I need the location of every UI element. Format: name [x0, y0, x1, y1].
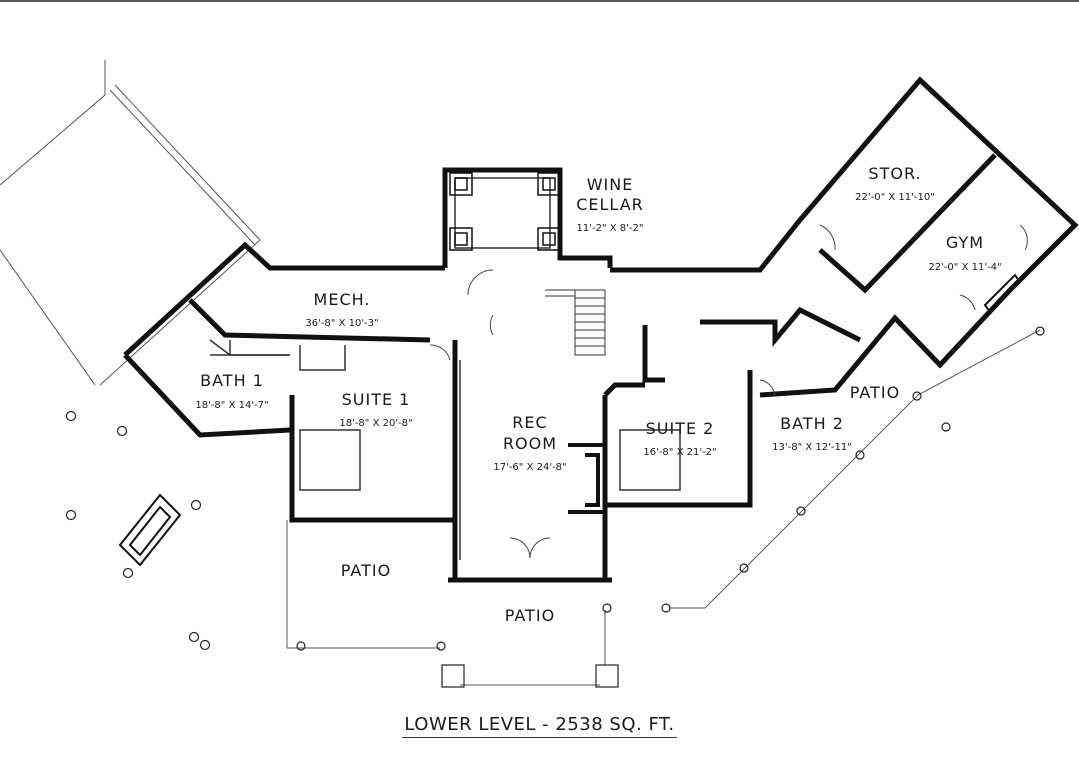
gym-label: GYM	[946, 233, 984, 252]
wine-cellar-label-2: CELLAR	[576, 195, 644, 214]
site-markers	[65, 410, 211, 651]
rec-room-label: REC	[512, 413, 547, 432]
plan-caption: LOWER LEVEL - 2538 SQ. FT.	[0, 714, 1079, 738]
patio-posts	[296, 326, 1045, 688]
door-swings	[429, 224, 1028, 559]
patio-left-label: PATIO	[341, 561, 391, 580]
suite1-label: SUITE 1	[342, 390, 411, 409]
patio-outlines	[286, 329, 1041, 686]
rec-room-dim: 17'-6" X 24'-8"	[493, 462, 566, 473]
bath2-dim: 13'-8" X 12'-11"	[772, 442, 852, 453]
bath1-label: BATH 1	[200, 371, 264, 390]
wine-cellar-label: WINE	[587, 175, 634, 194]
bath2-label: BATH 2	[780, 414, 844, 433]
suite2-label: SUITE 2	[646, 419, 715, 438]
bath1-dim: 18'-8" X 14'-7"	[195, 400, 268, 411]
mech-label: MECH.	[314, 290, 371, 309]
wine-cellar-blocks	[449, 172, 561, 251]
garage-outline	[0, 60, 261, 386]
suite2-dim: 16'-8" X 21'-2"	[643, 447, 716, 458]
fire-pit	[118, 493, 182, 567]
rec-room-label-2: ROOM	[503, 434, 557, 453]
suite1-dim: 18'-8" X 20'-8"	[339, 418, 412, 429]
exterior-walls	[123, 76, 1079, 583]
stor-dim: 22'-0" X 11'-10"	[855, 192, 935, 203]
plan-caption-text: LOWER LEVEL - 2538 SQ. FT.	[402, 714, 677, 738]
patio-center-label: PATIO	[505, 606, 555, 625]
stair	[545, 289, 606, 356]
gym-equipment	[983, 273, 1022, 314]
patio-right-label: PATIO	[850, 383, 900, 402]
stor-label: STOR.	[868, 164, 921, 183]
interior-walls	[209, 177, 681, 560]
fireplace	[568, 443, 607, 514]
wine-cellar-dim: 11'-2" X 8'-2"	[577, 223, 644, 234]
mech-dim: 36'-8" X 10'-3"	[305, 318, 378, 329]
gym-dim: 22'-0" X 11'-4"	[928, 262, 1001, 273]
